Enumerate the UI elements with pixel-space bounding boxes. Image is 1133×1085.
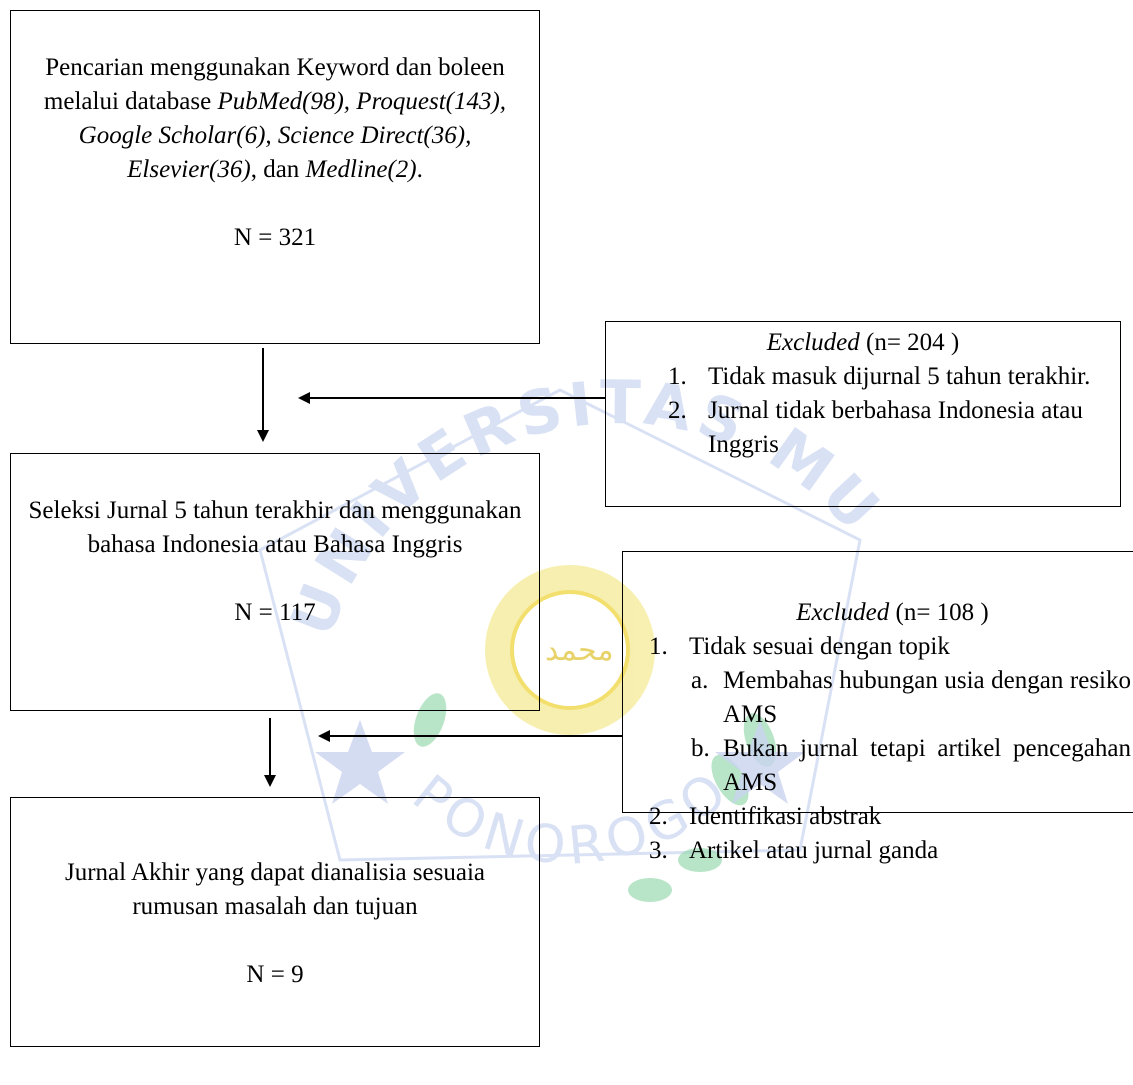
search-description: Pencarian menggunakan Keyword dan boleen… [43, 54, 507, 183]
search-box: Pencarian menggunakan Keyword dan boleen… [10, 10, 540, 344]
excluded-box-2: Excluded (n= 108 ) 1.Tidak sesuai dengan… [622, 551, 1133, 864]
final-count: N = 9 [246, 961, 304, 988]
selection-description: Seleksi Jurnal 5 tahun terakhir dan meng… [28, 497, 522, 558]
list-item: 1.Tidak masuk dijurnal 5 tahun terakhir. [668, 363, 1091, 390]
excluded-2-title: Excluded (n= 108 ) [796, 599, 989, 626]
selection-box: Seleksi Jurnal 5 tahun terakhir dan meng… [10, 453, 540, 711]
list-item: 3.Artikel atau jurnal ganda [649, 837, 939, 864]
database-medline: Medline(2) [305, 156, 417, 183]
database-list: PubMed(98), Proquest(143), Google Schola… [78, 88, 507, 183]
excluded-2-list: 1.Tidak sesuai dengan topik a.Membahas h… [649, 630, 1131, 868]
selection-count: N = 117 [234, 599, 316, 626]
sub-list-item: a.Membahas hubungan usia dengan resiko A… [691, 667, 1131, 728]
excluded-1-list: 1.Tidak masuk dijurnal 5 tahun terakhir.… [668, 360, 1112, 462]
final-description: Jurnal Akhir yang dapat dianalisia sesua… [64, 859, 486, 920]
sub-list-item: b.Bukan jurnal tetapi artikel pencegahan… [691, 735, 1131, 796]
list-item: 2.Identifikasi abstrak [649, 803, 882, 830]
excluded-box-1: Excluded (n= 204 ) 1.Tidak masuk dijurna… [605, 321, 1121, 507]
list-item: 2.Jurnal tidak berbahasa Indonesia atau … [668, 397, 1083, 458]
excluded-1-title: Excluded (n= 204 ) [766, 329, 960, 356]
list-item: 1.Tidak sesuai dengan topik [649, 633, 950, 660]
final-box: Jurnal Akhir yang dapat dianalisia sesua… [10, 797, 540, 1047]
search-count: N = 321 [233, 224, 317, 251]
